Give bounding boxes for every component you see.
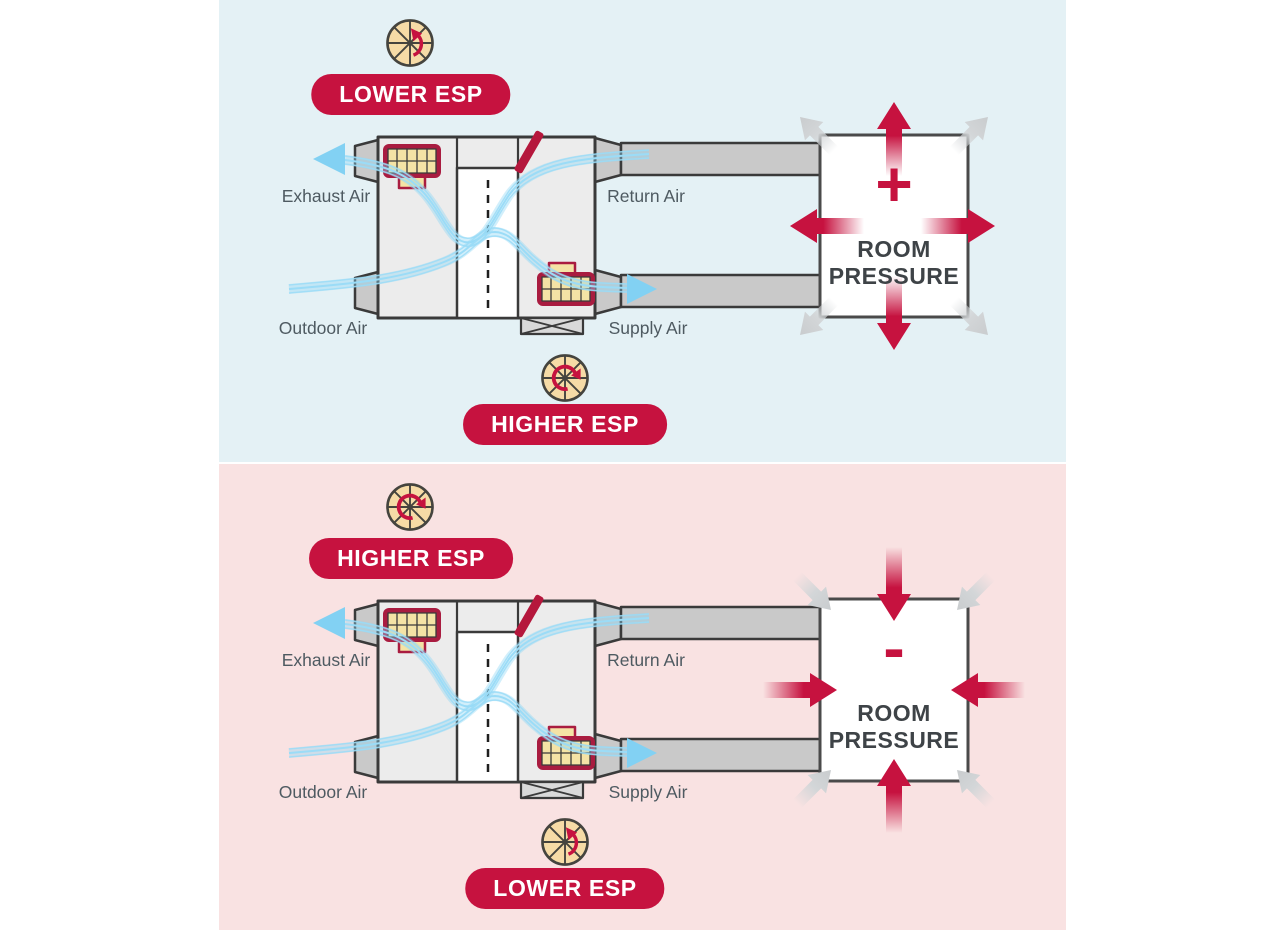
room-pressure-label: ROOM PRESSURE xyxy=(820,236,968,290)
negative-panel-diagram xyxy=(219,547,1025,833)
negative-pressure-panel: HIGHER ESP Exhaust Air Return Air Outdoo… xyxy=(219,464,1066,930)
room-pressure-line1: ROOM xyxy=(857,700,931,726)
fan-wheel-high-speed-icon xyxy=(384,481,436,533)
exhaust-air-label: Exhaust Air xyxy=(281,186,371,206)
fan-wheel-high-speed-icon xyxy=(539,352,591,404)
room-pressure-sign: - xyxy=(883,612,905,684)
esp-badge: HIGHER ESP xyxy=(463,404,667,445)
supply-air-label: Supply Air xyxy=(608,318,688,338)
esp-badge: LOWER ESP xyxy=(465,868,665,909)
room-pressure-line2: PRESSURE xyxy=(828,727,960,754)
outdoor-air-label: Outdoor Air xyxy=(278,318,368,338)
positive-pressure-panel: LOWER ESP Exhaust Air Return Air Outdoor… xyxy=(219,0,1066,462)
supply-air-label: Supply Air xyxy=(608,782,688,802)
esp-badge: LOWER ESP xyxy=(311,74,511,115)
return-air-label: Return Air xyxy=(607,186,685,206)
outdoor-air-label: Outdoor Air xyxy=(278,782,368,802)
fan-wheel-low-speed-icon xyxy=(539,816,591,868)
return-air-label: Return Air xyxy=(607,650,685,670)
positive-panel-diagram xyxy=(219,102,998,350)
room-pressure-sign: + xyxy=(875,148,913,220)
room-pressure-label: ROOM PRESSURE xyxy=(820,700,968,754)
room-pressure-line2: PRESSURE xyxy=(828,263,960,290)
esp-badge: HIGHER ESP xyxy=(309,538,513,579)
exhaust-air-label: Exhaust Air xyxy=(281,650,371,670)
room-pressure-line1: ROOM xyxy=(857,236,931,262)
fan-wheel-low-speed-icon xyxy=(384,17,436,69)
